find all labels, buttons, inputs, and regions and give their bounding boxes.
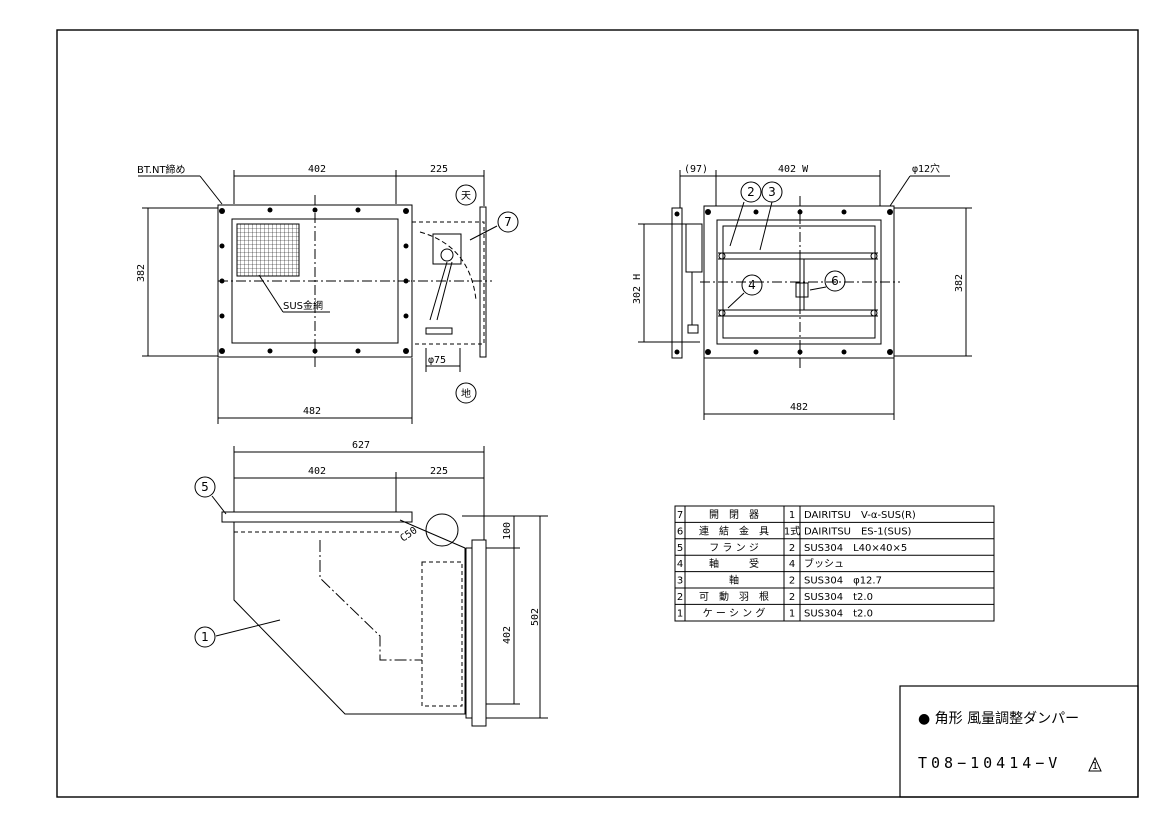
side-offset-dim: (97) [684, 164, 708, 175]
part-qty: 4 [789, 559, 795, 570]
part-no: 6 [677, 526, 683, 537]
part-name: 軸 [729, 574, 739, 587]
part-spec: DAIRITSU ES-1(SUS) [804, 526, 912, 537]
side-left-height-dim: 302 H [632, 274, 643, 304]
drawing-number: T08−10414−V [918, 754, 1061, 772]
front-top-side-dim: 225 [430, 164, 448, 175]
part-qty: 1式 [784, 524, 800, 537]
part-name: ケ ー シ ン グ [703, 606, 766, 619]
svg-text:1: 1 [201, 630, 209, 644]
front-view [138, 170, 498, 424]
part-name: 連 結 金 具 [699, 524, 769, 537]
part-spec: SUS304 t2.0 [804, 592, 873, 603]
bottom-h-top-dim: 100 [502, 522, 513, 540]
bottom-mark: 地 [455, 382, 477, 404]
balloon-7: 7 [497, 211, 519, 233]
part-no: 2 [677, 592, 683, 603]
bolt-note-label: BT.NT締め [137, 163, 186, 176]
bottom-overall-dim: 627 [352, 440, 370, 451]
front-left-height-dim: 382 [136, 264, 147, 282]
part-name: 軸 受 [709, 557, 759, 570]
bottom-side-dim: 225 [430, 466, 448, 477]
part-spec: SUS304 L40×40×5 [804, 543, 907, 554]
part-qty: 1 [789, 608, 795, 619]
part-no: 7 [677, 510, 683, 521]
balloon-3: 3 [761, 181, 783, 203]
part-no: 5 [677, 543, 683, 554]
part-name: フ ラ ン ジ [709, 542, 759, 554]
bottom-elbow-dim: C50 [398, 525, 419, 544]
title-block: ● 角形 風量調整ダンパー T08−10414−V 1 [899, 685, 1139, 798]
side-view [638, 170, 972, 420]
top-mark: 天 [455, 184, 477, 206]
balloon-4: 4 [741, 274, 763, 296]
part-no: 4 [677, 559, 683, 570]
balloon-1: 1 [194, 626, 216, 648]
part-qty: 2 [789, 576, 795, 587]
balloon-5: 5 [194, 476, 216, 498]
revision-mark: 1 [1088, 756, 1102, 772]
bottom-width-dim: 402 [308, 466, 326, 477]
part-no: 1 [677, 608, 683, 619]
front-pipe-dia-dim: φ75 [428, 355, 446, 366]
part-spec: ブッシュ [804, 557, 844, 570]
part-spec: SUS304 t2.0 [804, 608, 873, 619]
part-name: 開 閉 器 [709, 509, 759, 521]
sus-mesh [236, 223, 300, 277]
svg-text:7: 7 [504, 215, 512, 229]
bottom-h-main-dim: 402 [502, 626, 513, 644]
bottom-h-total-dim: 502 [530, 608, 541, 626]
svg-text:6: 6 [831, 274, 839, 288]
side-hole-dim: φ12穴 [912, 162, 940, 175]
svg-text:5: 5 [201, 480, 209, 494]
front-bottom-width-dim: 482 [303, 406, 321, 417]
part-no: 3 [677, 576, 683, 587]
sheet-border [56, 29, 1139, 798]
part-name: 可 動 羽 根 [699, 590, 769, 603]
part-spec: DAIRITSU V-α-SUS(R) [804, 510, 916, 521]
side-bottom-width-dim: 482 [790, 402, 808, 413]
side-right-height-dim: 382 [954, 274, 965, 292]
balloon-6: 6 [824, 270, 846, 292]
mesh-note-label: SUS金網 [283, 299, 323, 312]
svg-text:2: 2 [747, 185, 755, 199]
bottom-view [211, 446, 548, 727]
parts-table [674, 505, 995, 622]
svg-text:1: 1 [1092, 761, 1098, 772]
svg-text:3: 3 [768, 185, 776, 199]
svg-text:地: 地 [461, 387, 471, 400]
part-spec: SUS304 φ12.7 [804, 576, 882, 587]
part-qty: 2 [789, 592, 795, 603]
part-qty: 2 [789, 543, 795, 554]
parts-table-rows: 7 開 閉 器 1 DAIRITSU V-α-SUS(R) 6 連 結 金 具 … [677, 509, 916, 619]
side-top-width-dim: 402 W [778, 164, 809, 175]
svg-text:天: 天 [461, 191, 471, 202]
front-top-width-dim: 402 [308, 164, 326, 175]
part-qty: 1 [789, 510, 795, 521]
svg-text:4: 4 [748, 278, 756, 292]
balloon-2: 2 [740, 181, 762, 203]
drawing-title: ● 角形 風量調整ダンパー [918, 711, 1079, 727]
